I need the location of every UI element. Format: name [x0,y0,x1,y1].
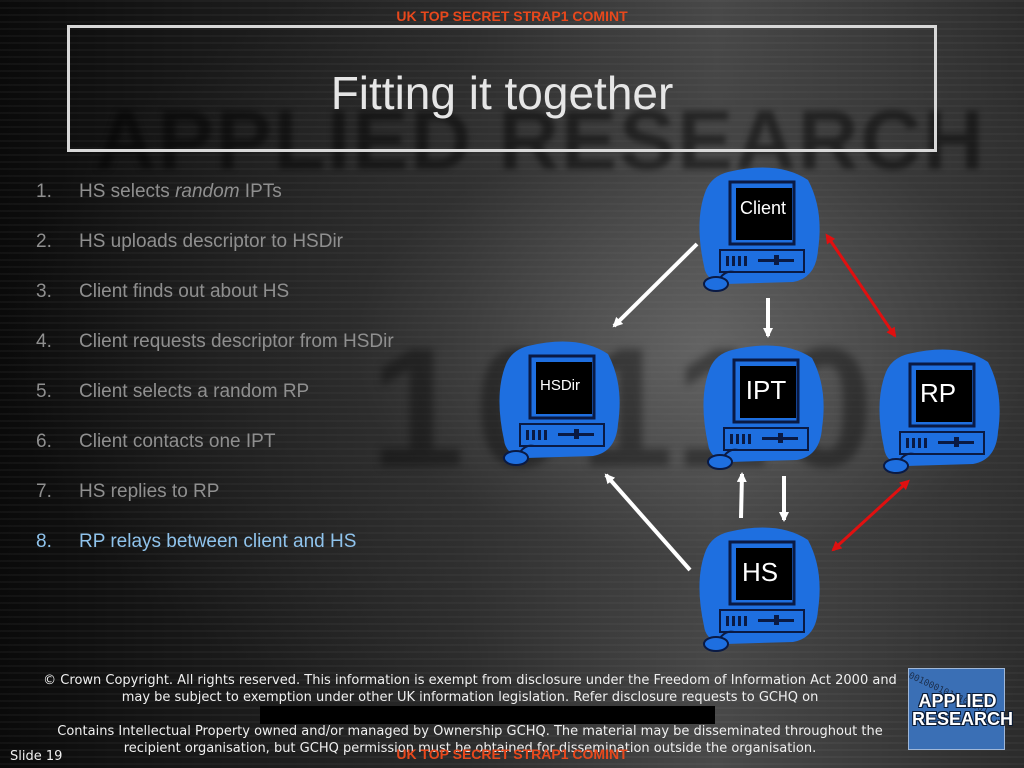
ipt-computer-icon: IPT [703,345,824,470]
step-number: 8. [36,531,52,552]
hsdir-label: HSDir [540,377,580,394]
intellectual-property-notice: Contains Intellectual Property owned and… [57,724,883,756]
arrow-client-rp-relay [825,233,897,338]
step-item: 3. Client finds out about HS [36,281,394,331]
step-item: 4. Client requests descriptor from HSDir [36,331,394,381]
step-item: 5. Client selects a random RP [36,381,394,431]
hs-label: HS [742,557,778,587]
step-number: 3. [36,281,52,302]
logo-line2: RESEARCH [912,709,1014,729]
step-number: 6. [36,431,52,452]
step-text: HS selects [79,181,176,202]
classification-banner-bottom: UK TOP SECRET STRAP1 COMINT [396,746,628,762]
step-number: 1. [36,181,52,202]
step-text: RP relays between client and HS [79,531,357,552]
step-item: 8. RP relays between client and HS [36,531,394,581]
step-text: Client contacts one IPT [79,431,276,452]
client-computer-icon: Client [699,167,820,292]
arrow-hs-to-hsdir [604,473,692,572]
rp-label: RP [920,378,956,408]
background-watermark: APPLIED RESEARCH [95,93,986,187]
client-label: Client [740,198,786,218]
step-item: 1. HS selects random IPTs [36,181,394,231]
arrow-rp-hs-relay [831,479,910,552]
applied-research-logo: 0010001011101001 APPLIED RESEARCH [907,668,1014,750]
step-text: Client finds out about HS [79,281,290,302]
steps-list: 1. HS selects random IPTs 2. HS uploads des… [36,181,394,581]
slide-title: Fitting it together [330,67,674,119]
step-number: 7. [36,481,52,502]
step-text: Client requests descriptor from HSDir [79,331,394,352]
ipt-label: IPT [746,375,787,405]
slide-number: Slide 19 [10,749,63,764]
step-item: 6. Client contacts one IPT [36,431,394,481]
step-text: HS replies to RP [79,481,220,502]
classification-banner-top: UK TOP SECRET STRAP1 COMINT [396,8,628,24]
redaction-bar [260,706,715,724]
copyright-notice: © Crown Copyright. All rights reserved. … [43,673,897,705]
step-number: 2. [36,231,52,252]
step-item: 2. HS uploads descriptor to HSDir [36,231,394,281]
logo-line1: APPLIED [918,691,997,711]
step-text: Client selects a random RP [79,381,310,402]
title-box: Fitting it together [67,25,937,152]
step-number: 5. [36,381,52,402]
step-text-suffix: IPTs [239,181,282,202]
step-number: 4. [36,331,52,352]
arrow-hs-to-ipt [736,472,747,519]
step-item: 7. HS replies to RP [36,481,394,531]
hsdir-computer-icon: HSDir [499,341,620,466]
step-emphasis: random [175,181,240,202]
hs-computer-icon: HS [699,527,820,652]
step-text: HS uploads descriptor to HSDir [79,231,343,252]
arrow-client-to-hsdir [612,242,699,328]
rp-computer-icon: RP [879,349,1000,474]
